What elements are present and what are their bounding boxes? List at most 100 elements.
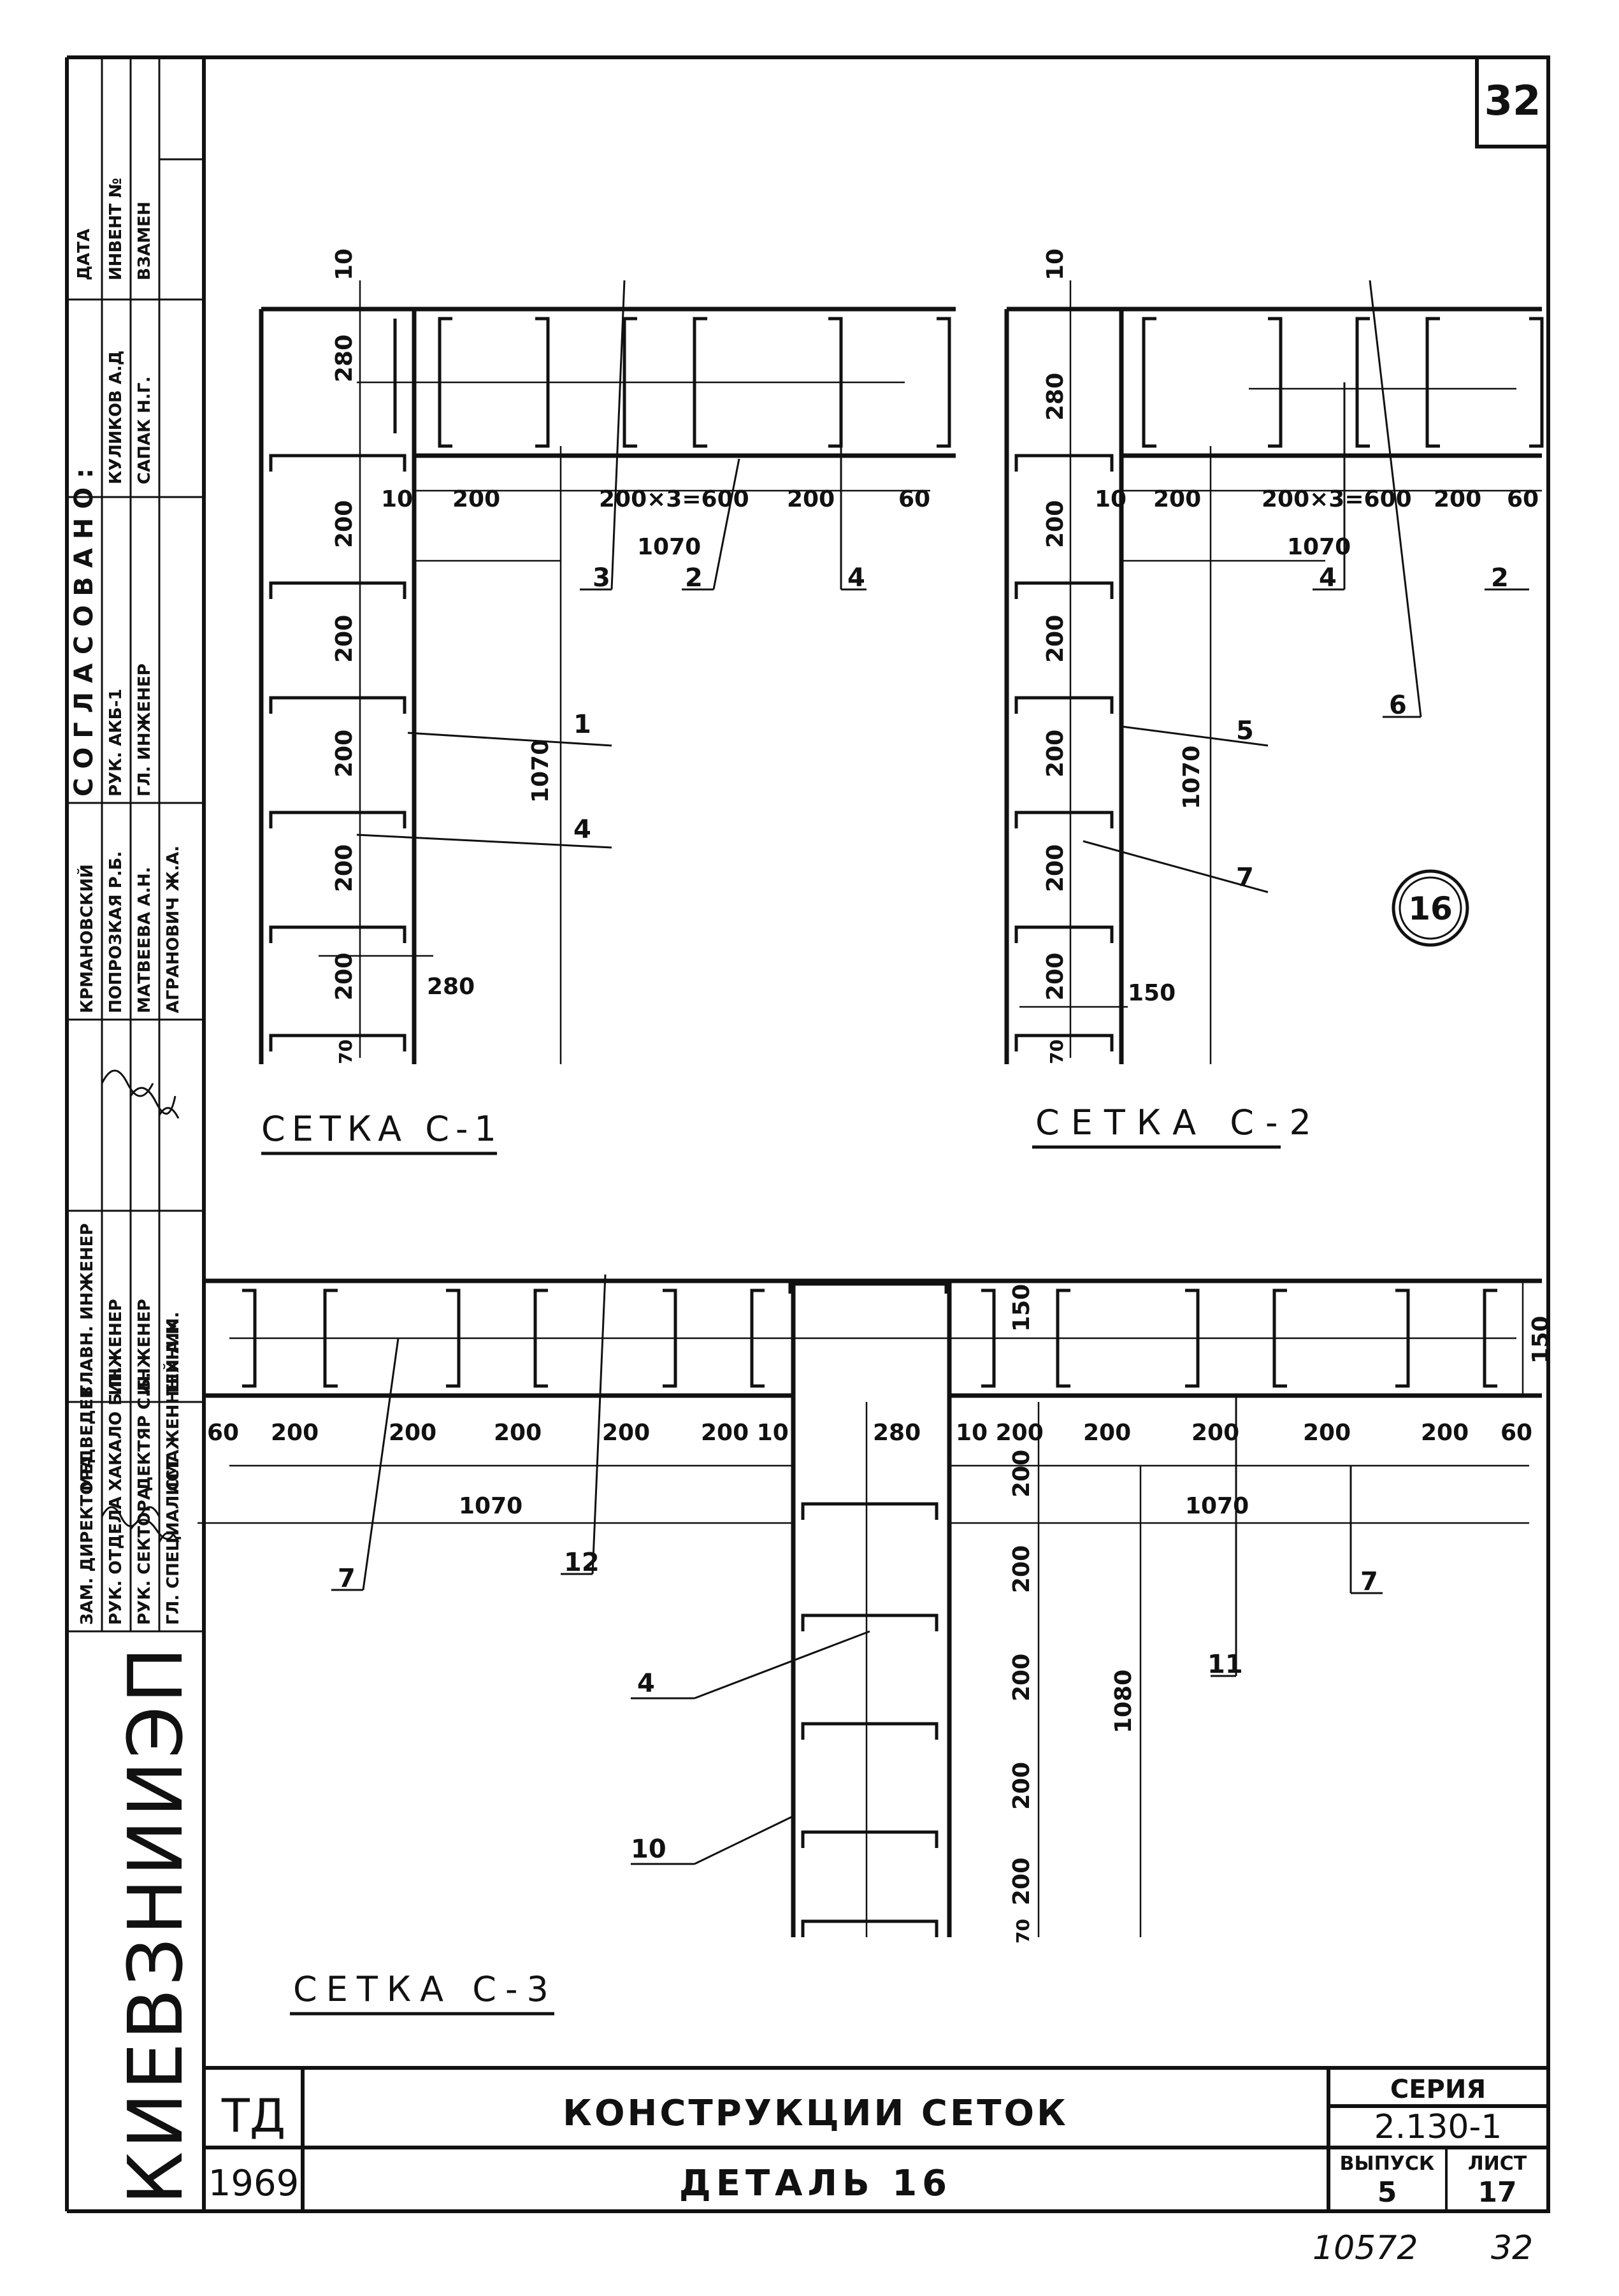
c2-dim-200-3: 200 [1042, 730, 1069, 777]
stamp-agreed-2: САПАК Н.Г. [135, 377, 154, 484]
sheet-number: 32 [1484, 78, 1541, 125]
c1-dim-bottom-280: 280 [427, 974, 475, 1000]
mesh-c1: 10 280 10 200 200 200 200 200 70 280 200… [259, 249, 956, 1155]
issue-label: ВЫПУСК [1340, 2153, 1435, 2175]
stirrups-c1 [269, 317, 951, 1051]
c1-dim-200-4: 200 [331, 844, 357, 892]
c3-callout-7b: 7 [1360, 1567, 1378, 1596]
c1-dim-vertical: 1070 [528, 739, 554, 803]
stamp-role-2: РУК. ОТДЕЛА [106, 1496, 126, 1625]
c3-dim-200-v1: 200 [1009, 1450, 1035, 1498]
c3-dim-depth-150: 150 [1528, 1316, 1554, 1364]
stamp-col-inventory: ИНВЕНТ № [106, 178, 126, 280]
c3-dim-200-2: 200 [389, 1420, 436, 1446]
c2-dim-vertical: 1070 [1179, 746, 1205, 809]
stamp-upper-1: КРМАНОВСКИЙ [76, 864, 97, 1013]
stamp-name-4: СМАЖЕННЫЙ А.М. [162, 1311, 183, 1491]
c2-dim-top-10: 10 [1042, 249, 1069, 280]
mesh-c2: 10 280 10 200 200 200 200 200 70 150 200… [1004, 249, 1544, 1149]
c1-callout-4b: 4 [573, 815, 591, 844]
footer-page: 32 [1491, 2229, 1533, 2267]
c2-dim-beam-200b: 200 [1434, 486, 1481, 512]
c3-dim-200-5: 200 [1083, 1420, 1131, 1446]
c3-callout-4: 4 [637, 1669, 655, 1698]
c1-dim-200-2: 200 [331, 615, 357, 663]
c3-dim-right-total: 1070 [1185, 1493, 1249, 1519]
c1-dim-70: 70 [335, 1039, 356, 1064]
stamp-position-1: ГЛАВН. ИНЖЕНЕР [78, 1224, 97, 1396]
c1-dim-280: 280 [331, 335, 357, 382]
title-year: 1969 [208, 2163, 299, 2204]
stamp-agreed-role-1: РУК. АКБ-1 [106, 689, 126, 797]
stamp-role-1: ЗАМ. ДИРЕКТОРА [78, 1456, 97, 1625]
c3-dim-200-10: 200 10 [701, 1420, 789, 1446]
sheet-frame [65, 55, 1550, 2213]
stamp-name-3: ДЕКТЯР С.Б. [135, 1372, 154, 1491]
c2-callout-6: 6 [1389, 691, 1407, 720]
c3-dim-200-4: 200 [602, 1420, 650, 1446]
c2-dim-200-2: 200 [1042, 615, 1069, 663]
c1-callout-1: 1 [573, 710, 591, 739]
stamp-upper-3: МАТВЕЕВА А.Н. [135, 867, 154, 1013]
c3-callout-11: 11 [1207, 1650, 1243, 1679]
c3-dim-280: 280 [873, 1420, 921, 1446]
detail-marker: 16 [1392, 869, 1469, 947]
stamp-name-2: ХАКАЛО Б.П. [106, 1366, 126, 1491]
c3-dim-70: 70 [1012, 1919, 1033, 1944]
c2-dim-beam-200: 200 [1153, 486, 1201, 512]
c3-dim-left-total: 1070 [459, 1493, 522, 1519]
c3-callout-7a: 7 [338, 1564, 356, 1593]
issue-value: 5 [1378, 2176, 1397, 2209]
title-code: ТД [221, 2089, 285, 2142]
c3-dim-200-3: 200 [494, 1420, 542, 1446]
stamp-col-date: ДАТА [75, 229, 94, 280]
c3-dim-60-right: 60 [1500, 1420, 1532, 1446]
c2-dim-200-5: 200 [1042, 953, 1069, 1000]
c2-callout-5: 5 [1236, 716, 1254, 746]
stamp-col-replaces: ВЗАМЕН [135, 201, 154, 280]
c3-dim-10-200: 10 200 [956, 1420, 1044, 1446]
c1-callout-4a: 4 [847, 563, 865, 593]
c2-dim-beam-600: 200×3=600 [1262, 486, 1412, 512]
stamp-position-2: ИНЖЕНЕР [106, 1299, 126, 1396]
c1-dim-200-1: 200 [331, 500, 357, 548]
c1-callout-3: 3 [593, 563, 610, 593]
series-label: СЕРИЯ [1390, 2075, 1486, 2104]
c1-dim-beam-600: 200×3=600 [599, 486, 749, 512]
c2-callout-4: 4 [1319, 563, 1337, 593]
c1-dim-top-10: 10 [331, 249, 357, 280]
c2-dim-10: 10 [1095, 486, 1126, 512]
c2-dim-70: 70 [1046, 1039, 1067, 1064]
c2-callout-7: 7 [1236, 863, 1254, 892]
series-value: 2.130-1 [1374, 2108, 1502, 2146]
stamp-agreed-header: СОГЛАСОВАНО: [69, 459, 99, 797]
organization-name: КИЕВЗНИИЭП [112, 1644, 199, 2205]
stamp-role-4: ГЛ. СПЕЦИАЛИСТ [164, 1458, 183, 1625]
c3-dim-200-7: 200 [1303, 1420, 1351, 1446]
stamp-position-4: ТЕХНИК [164, 1319, 183, 1396]
stamp-upper-2: ПОПРОЗКАЯ Р.Б. [106, 851, 126, 1013]
c1-dim-total: 1070 [637, 534, 701, 560]
stamp-position-3: ИНЖЕНЕР [135, 1299, 154, 1396]
drawing-title: КОНСТРУКЦИИ СЕТОК [563, 2093, 1069, 2134]
c1-dim-200-3: 200 [331, 730, 357, 777]
c1-dim-beam-200b: 200 [787, 486, 835, 512]
sheet-label: ЛИСТ [1468, 2153, 1527, 2175]
left-stamp: ДАТА ИНВЕНТ № ВЗАМЕН СОГЛАСОВАНО: КУЛИКО… [67, 57, 204, 2205]
c2-dim-beam-60: 60 [1507, 486, 1539, 512]
c3-dim-200-v4: 200 [1009, 1762, 1035, 1810]
c1-dim-200-5: 200 [331, 953, 357, 1000]
mesh-c3: 60 200 200 200 200 200 10 280 10 200 200… [198, 1274, 1554, 2016]
footer-inventory: 10572 [1313, 2229, 1418, 2267]
c2-dim-total: 1070 [1287, 534, 1351, 560]
c1-callout-2: 2 [685, 563, 703, 593]
c2-dim-bottom-150: 150 [1128, 980, 1176, 1006]
c3-dim-200-v3: 200 [1009, 1654, 1035, 1701]
c3-callout-12: 12 [564, 1548, 600, 1577]
c1-title: СЕТКА С-1 [261, 1109, 503, 1149]
c2-dim-280: 280 [1042, 373, 1069, 421]
c3-dim-200-8: 200 [1421, 1420, 1469, 1446]
c3-dim-60-left: 60 [207, 1420, 239, 1446]
c1-dim-beam-200: 200 [452, 486, 500, 512]
